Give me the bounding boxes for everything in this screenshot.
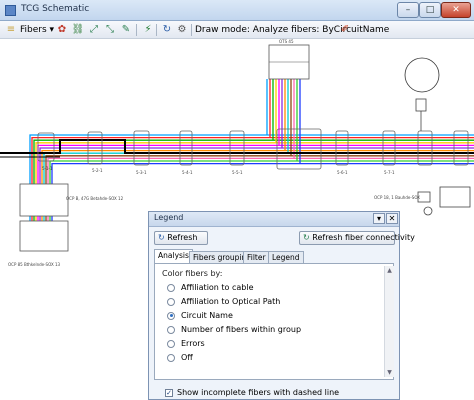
radio-label: Circuit Name: [181, 311, 233, 320]
refresh-connectivity-label: Refresh fiber connectivity: [312, 233, 415, 242]
schematic-label: OTS 45: [279, 39, 294, 44]
splice-box-5: [229, 130, 245, 166]
eraser-icon[interactable]: ✐: [340, 24, 350, 35]
radio-dot: [167, 297, 175, 306]
schematic-label: 5-5-1: [232, 170, 243, 175]
panel-scrollbar[interactable]: ▲ ▼: [384, 266, 394, 377]
minimize-button[interactable]: –: [397, 2, 419, 18]
schematic-label: OCP B, 47G Betahde-SOX 12: [66, 196, 124, 201]
fiber-line: [31, 79, 474, 229]
arrow-icon[interactable]: ⚡: [144, 24, 152, 35]
schematic-label: 5-6-1: [337, 170, 348, 175]
splice-box-2: [87, 131, 103, 165]
color-fibers-label: Color fibers by:: [162, 269, 223, 278]
scroll-down-icon[interactable]: ▼: [387, 369, 392, 376]
refresh-connectivity-button[interactable]: ↻ Refresh fiber connectivity: [299, 231, 415, 245]
schematic-label: OCP 85 Bthkelnde-SOX 13: [8, 262, 61, 267]
radio-affiliation-optical-path[interactable]: Affiliation to Optical Path: [167, 296, 280, 308]
tab-filter[interactable]: Filter: [243, 251, 270, 263]
fiber-line: [29, 79, 474, 229]
show-incomplete-checkbox[interactable]: ✓ Show incomplete fibers with dashed line: [165, 387, 339, 398]
window-title: TCG Schematic: [21, 4, 90, 14]
radio-number-of-fibers[interactable]: Number of fibers within group: [167, 324, 301, 336]
legend-titlebar: Legend ▾ ✕: [149, 212, 399, 227]
odf-left: [19, 183, 69, 217]
radio-circuit-name[interactable]: Circuit Name: [167, 310, 233, 322]
refresh-button[interactable]: ↻ Refresh: [154, 231, 208, 245]
link-icon[interactable]: ⛓: [71, 24, 85, 35]
collapse-icon[interactable]: ⤡: [106, 24, 114, 35]
radio-dot: [167, 353, 175, 362]
odf-left-2: [19, 220, 69, 252]
fibers-label: Fibers: [20, 25, 47, 35]
radio-affiliation-cable[interactable]: Affiliation to cable: [167, 282, 254, 294]
show-incomplete-label: Show incomplete fibers with dashed line: [177, 388, 340, 397]
maximize-button[interactable]: □: [419, 2, 441, 18]
splice-box-6: [276, 128, 322, 170]
legend-close-button[interactable]: ✕: [386, 213, 398, 224]
schematic-drawing: OTS 45 OCP B, 47G Betahde-SOX 12 OCP 85 …: [0, 39, 474, 267]
splice-box-4: [179, 130, 193, 166]
close-button[interactable]: ✕: [441, 2, 471, 18]
fibers-icon: ≡: [6, 24, 16, 35]
refresh-icon[interactable]: ↻: [162, 24, 172, 35]
legend-dropdown-icon[interactable]: ▾: [373, 213, 385, 224]
draw-mode-text: Draw mode: Analyze fibers: ByCircuitName: [195, 25, 390, 35]
fibers-dropdown[interactable]: Fibers ▾: [20, 23, 54, 37]
legend-dialog: Legend ▾ ✕ ↻ Refresh ↻ Refresh fiber con…: [148, 211, 415, 400]
expand-icon[interactable]: ⤢: [90, 24, 98, 35]
radio-dot: [167, 325, 175, 334]
tab-analysis[interactable]: Analysis: [154, 249, 193, 264]
tab-legend[interactable]: Legend: [268, 251, 304, 263]
radio-off[interactable]: Off: [167, 352, 193, 364]
checkbox-box[interactable]: ✓: [165, 388, 173, 397]
window-titlebar: TCG Schematic – □ ✕: [0, 0, 474, 21]
legend-title: Legend: [154, 213, 184, 222]
connectivity-icon: ↻: [303, 233, 310, 242]
toolbar: ≡ Fibers ▾ ✿ ⛓ ⤢ ⤡ ✎ ⚡ ↻ ⚙ Draw mode: An…: [0, 21, 474, 39]
schematic-label: 5-3-1: [136, 170, 147, 175]
equipment-small: [415, 98, 427, 112]
analysis-panel: Color fibers by: Affiliation to cable Af…: [154, 263, 394, 380]
schematic-label: 5-1-1: [42, 166, 53, 171]
scroll-up-icon[interactable]: ▲: [387, 267, 392, 274]
splice-box-9: [417, 130, 433, 166]
equipment-circle: [404, 57, 440, 93]
radio-label: Off: [181, 353, 193, 362]
splice-box-8: [382, 130, 396, 166]
schematic-label: OCP 18, 1 Bauhde-SOX: [374, 195, 420, 200]
radio-label: Affiliation to cable: [181, 283, 254, 292]
radio-label: Errors: [181, 339, 205, 348]
app-icon: [5, 5, 16, 16]
radio-label: Number of fibers within group: [181, 325, 302, 334]
radio-dot-selected: [167, 311, 175, 320]
splice-box-7: [335, 130, 349, 166]
radio-errors[interactable]: Errors: [167, 338, 205, 350]
layout-icon[interactable]: ✿: [57, 24, 67, 35]
splice-box-10: [453, 130, 469, 166]
odf-right: [439, 186, 471, 208]
radio-dot: [167, 339, 175, 348]
splice-box-1: [37, 132, 55, 162]
schematic-label: 5-2-1: [92, 168, 103, 173]
splice-box-3: [133, 130, 150, 166]
radio-label: Affiliation to Optical Path: [181, 297, 281, 306]
chevron-down-icon: ▾: [49, 25, 55, 35]
refresh-label: Refresh: [167, 233, 198, 242]
settings-icon[interactable]: ⚙: [177, 24, 187, 35]
export-icon[interactable]: ✎: [121, 24, 131, 35]
schematic-label: 5-7-1: [384, 170, 395, 175]
refresh-icon: ↻: [158, 233, 165, 242]
schematic-label: 5-4-1: [182, 170, 193, 175]
radio-dot: [167, 283, 175, 292]
